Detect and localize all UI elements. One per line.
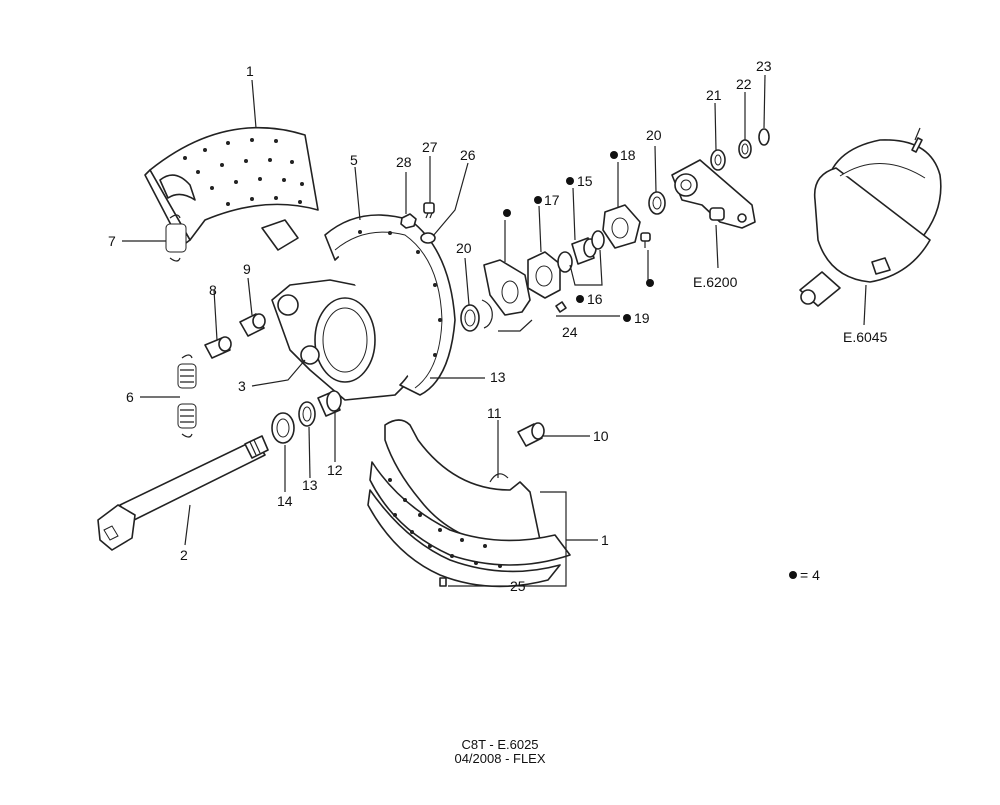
label-28: 28: [396, 154, 412, 170]
spring-clip-11: [489, 473, 509, 483]
label-9: 9: [243, 261, 251, 277]
label-22: 22: [736, 76, 752, 92]
label-6: 6: [126, 389, 134, 405]
label-3: 3: [238, 378, 246, 394]
label-15: 15: [577, 173, 593, 189]
seal-16b: [591, 230, 605, 250]
bushing-8: [204, 336, 232, 359]
washer-13: [298, 401, 316, 427]
cover-plate-18: [602, 204, 641, 249]
rivet-25: [439, 577, 447, 587]
screw-19: [555, 301, 567, 313]
label-20-right: 20: [646, 127, 662, 143]
washer-20-left: [460, 304, 480, 332]
nut-28: [400, 213, 417, 229]
label-16: 16: [587, 291, 603, 307]
washer-22: [738, 139, 752, 159]
roller-10: [517, 422, 545, 447]
label-2: 2: [180, 547, 188, 563]
bush-12: [317, 390, 342, 417]
label-1-top: 1: [246, 63, 254, 79]
slack-adjuster: [671, 159, 756, 229]
bearing-housing-17: [527, 251, 561, 299]
label-23: 23: [756, 58, 772, 74]
washer-23: [758, 128, 770, 146]
bearing-15: [571, 237, 597, 265]
label-27: 27: [422, 139, 438, 155]
label-e6200: E.6200: [693, 274, 738, 290]
label-1-bottom: 1: [601, 532, 609, 548]
bolt-27: [423, 202, 435, 219]
label-18: 18: [620, 147, 636, 163]
brake-shoe-bottom: [367, 419, 571, 588]
label-e6045: E.6045: [843, 329, 888, 345]
label-24: 24: [562, 324, 578, 340]
spring-6: [177, 354, 197, 438]
dust-shield-5: [324, 214, 456, 396]
label-13-right: 13: [490, 369, 506, 385]
label-8: 8: [209, 282, 217, 298]
plug-26: [420, 232, 436, 244]
label-7: 7: [108, 233, 116, 249]
dot-markers: [503, 151, 797, 579]
label-14: 14: [277, 493, 293, 509]
leader-lines: [122, 74, 867, 587]
label-21: 21: [706, 87, 722, 103]
washer-20-right: [648, 191, 666, 215]
footer-line-1: C8T - E.6025: [461, 737, 539, 752]
circlip-24: [481, 299, 493, 329]
part-labels: 1 7 8 9 6 3 5 28 27 26 20 17 15 18 16 19…: [108, 58, 888, 594]
label-12: 12: [327, 462, 343, 478]
brake-chamber: [799, 127, 942, 307]
label-4-legend: = 4: [800, 567, 820, 583]
label-25: 25: [510, 578, 526, 594]
cam-bracket-plate: [483, 259, 531, 316]
label-13-left: 13: [302, 477, 318, 493]
washer-21: [710, 149, 726, 171]
seal-16a: [557, 251, 573, 273]
label-19: 19: [634, 310, 650, 326]
spring-7: [165, 214, 187, 262]
washer-14: [271, 412, 295, 444]
label-5: 5: [350, 152, 358, 168]
label-17: 17: [544, 192, 560, 208]
label-10: 10: [593, 428, 609, 444]
label-11: 11: [487, 405, 502, 421]
footer-line-2: 04/2008 - FLEX: [454, 751, 546, 766]
camshaft-2: [97, 435, 269, 551]
label-20-left: 20: [456, 240, 472, 256]
label-26: 26: [460, 147, 476, 163]
bolt-small: [640, 232, 651, 248]
bushing-9: [239, 313, 266, 337]
